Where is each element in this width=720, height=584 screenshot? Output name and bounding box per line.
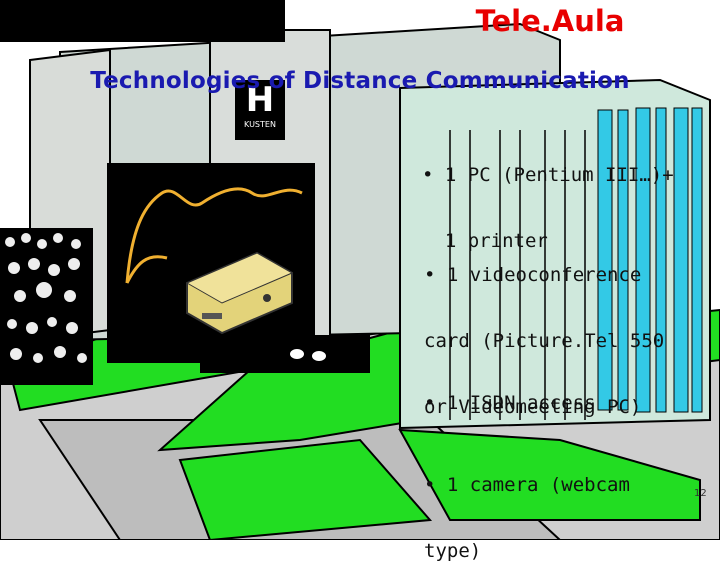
building-main (399, 78, 711, 430)
column-lines (449, 130, 586, 420)
grass-front-right (178, 438, 433, 540)
slide-title: Tele.Aula (475, 4, 625, 38)
videoconference-photo (107, 163, 315, 363)
page-number: 12 (694, 488, 707, 499)
header-black-box (0, 0, 285, 42)
hotel-sign-sub: KUSTEN (244, 120, 276, 129)
left-eye (290, 349, 304, 359)
hotel-sign: H KUSTEN (236, 80, 284, 138)
bullet-isdn: • 1 ISDN access (424, 348, 596, 436)
bullet-camera: • 1 camera (webcam type) (424, 430, 630, 584)
bullet-camera-line1: • 1 camera (webcam (424, 474, 630, 496)
bullet-vc-line3: or Videomeeting PC) (424, 396, 642, 418)
bullet-pc: • 1 PC (Pentium III…)+ 1 printer (422, 120, 674, 274)
right-eye (312, 351, 326, 361)
character-panel (200, 335, 370, 373)
crowd-photo (0, 228, 93, 385)
hotel-sign-letter: H (245, 80, 275, 120)
bullet-pc-line1: • 1 PC (Pentium III…)+ (422, 164, 674, 186)
bullet-vc-line1: • 1 videoconference (424, 264, 642, 286)
bullet-camera-line2: type) (424, 540, 482, 562)
window-columns (597, 107, 703, 413)
crowd-faces (5, 233, 87, 363)
bullet-videoconference: • 1 videoconference card (Picture.Tel 55… (424, 220, 664, 440)
bullet-pc-line2: 1 printer (422, 230, 548, 252)
bullet-vc-line2: card (Picture.Tel 550 (424, 330, 665, 352)
grass-right (398, 428, 701, 521)
slide-subtitle: Technologies of Distance Communication (90, 68, 630, 94)
modem-drawing (125, 187, 303, 335)
bullet-isdn-line1: • 1 ISDN access (424, 392, 596, 414)
